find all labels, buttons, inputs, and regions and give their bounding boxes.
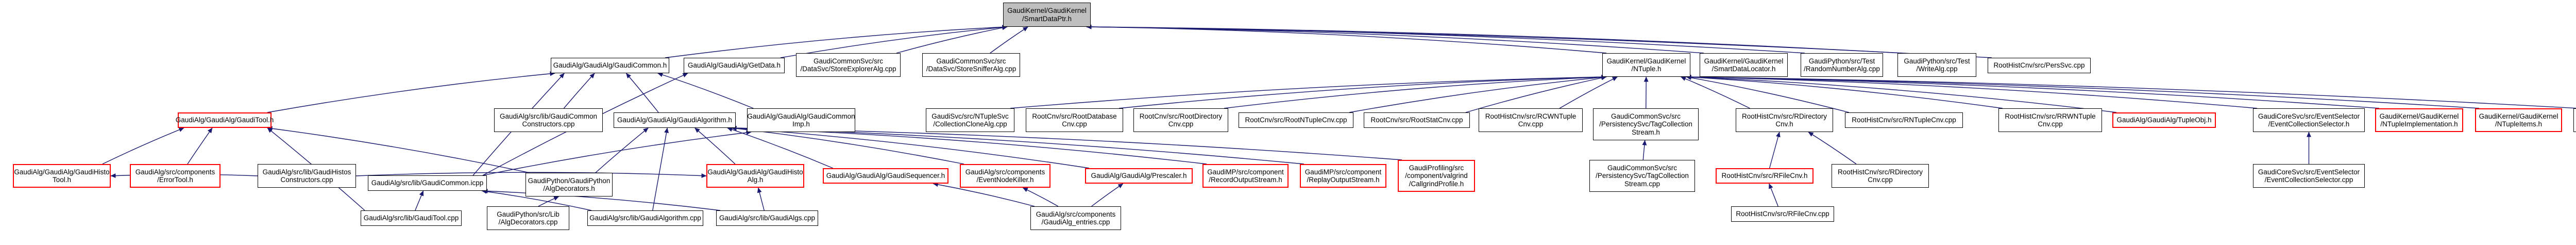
graph-node-perssvc_cpp[interactable]: RootHistCnv/src/PersSvc.cpp — [1988, 58, 2091, 73]
graph-node-common_h[interactable]: GaudiAlg/GaudiAlg/GaudiCommon.h — [551, 58, 669, 73]
graph-node-common_icpp[interactable]: GaudiAlg/src/lib/GaudiCommon.icpp — [368, 175, 487, 191]
graph-node-entries_cpp[interactable]: GaudiAlg/src/components /GaudiAlg_entrie… — [1030, 206, 1121, 230]
graph-node-histosctors_cpp[interactable]: GaudiAlg/src/lib/GaudiHistos Constructor… — [258, 164, 356, 188]
graph-node-rdirectorycnv_h[interactable]: RootHistCnv/src/RDirectory Cnv.h — [1736, 108, 1833, 132]
graph-node-sequencer_h[interactable]: GaudiAlg/GaudiAlg/GaudiSequencer.h — [823, 168, 948, 184]
graph-node-gauditool_cpp[interactable]: GaudiAlg/src/lib/GaudiTool.cpp — [361, 210, 462, 226]
graph-node-algdecorators_cpp[interactable]: GaudiPython/src/Lib /AlgDecorators.cpp — [487, 206, 569, 230]
graph-node-storesniffer_cpp[interactable]: GaudiCommonSvc/src /DataSvc/StoreSniffer… — [922, 53, 1020, 77]
graph-node-rhist_rdirectorycnv_cpp[interactable]: RootHistCnv/src/RDirectory Cnv.cpp — [1832, 164, 1929, 188]
graph-node-recordstream_h[interactable]: GaudiMP/src/component /RecordOutputStrea… — [1202, 164, 1289, 188]
graph-node-algdecorators_h[interactable]: GaudiPython/GaudiPython /AlgDecorators.h — [526, 173, 613, 197]
graph-node-evtcollsel_cpp[interactable]: GaudiCoreSvc/src/EventSelector /EventCol… — [2253, 164, 2365, 188]
graph-node-ntupleitems_h[interactable]: GaudiKernel/GaudiKernel /NTupleItems.h — [2475, 108, 2562, 132]
graph-node-writealg_cpp[interactable]: GaudiPython/src/Test /WriteAlg.cpp — [1897, 53, 1976, 77]
graph-node-gauditool_h[interactable]: GaudiAlg/GaudiAlg/GaudiTool.h — [176, 112, 274, 128]
graph-node-selector_cpp[interactable]: GaudiKernel/src/Lib /Selector.cpp — [2573, 108, 2576, 132]
graph-node-ntupleimpl_h[interactable]: GaudiKernel/GaudiKernel /NTupleImplement… — [2375, 108, 2463, 132]
graph-node-prescaler_h[interactable]: GaudiAlg/GaudiAlg/Prescaler.h — [1085, 168, 1193, 184]
graph-node-rfilecnv_h[interactable]: RootHistCnv/src/RFileCnv.h — [1716, 168, 1814, 184]
graph-node-root[interactable]: GaudiKernel/GaudiKernel /SmartDataPtr.h — [1003, 3, 1091, 27]
graph-node-tupleobj_h[interactable]: GaudiAlg/GaudiAlg/TupleObj.h — [2112, 112, 2216, 128]
graph-node-algorithm_cpp[interactable]: GaudiAlg/src/lib/GaudiAlgorithm.cpp — [587, 210, 703, 226]
graph-node-callgrind_h[interactable]: GaudiProfiling/src /component/valgrind /… — [1398, 160, 1475, 192]
graph-node-tagstream_h[interactable]: GaudiCommonSvc/src /PersistencySvc/TagCo… — [1593, 108, 1699, 140]
graph-node-randomnumberalg_cpp[interactable]: GaudiPython/src/Test /RandomNumberAlg.cp… — [1801, 53, 1883, 77]
graph-node-rrwntuplecnv_cpp[interactable]: RootHistCnv/src/RRWNTuple Cnv.cpp — [1998, 108, 2102, 132]
graph-node-histotool_h[interactable]: GaudiAlg/GaudiAlg/GaudiHisto Tool.h — [13, 164, 111, 188]
graph-node-getdata_h[interactable]: GaudiAlg/GaudiAlg/GetData.h — [684, 58, 785, 73]
graph-node-storeexplorer_cpp[interactable]: GaudiCommonSvc/src /DataSvc/StoreExplore… — [796, 53, 901, 77]
graph-node-commonctors_cpp[interactable]: GaudiAlg/src/lib/GaudiCommon Constructor… — [494, 108, 603, 132]
graph-node-eventnodekiller_h[interactable]: GaudiAlg/src/components /EventNodeKiller… — [960, 164, 1050, 188]
graph-node-histoalg_h[interactable]: GaudiAlg/GaudiAlg/GaudiHisto Alg.h — [706, 164, 804, 188]
graph-node-algorithm_h[interactable]: GaudiAlg/GaudiAlg/GaudiAlgorithm.h — [614, 112, 736, 128]
graph-node-tagstream_cpp[interactable]: GaudiCommonSvc/src /PersistencySvc/TagCo… — [1589, 160, 1695, 192]
graph-node-rootdatabasecnv_cpp[interactable]: RootCnv/src/RootDatabase Cnv.cpp — [1026, 108, 1123, 132]
graph-node-collectionclone_cpp[interactable]: GaudiSvc/src/NTupleSvc /CollectionCloneA… — [926, 108, 1014, 132]
graph-node-rootdirectorycnv_cpp[interactable]: RootCnv/src/RootDirectory Cnv.cpp — [1133, 108, 1228, 132]
graph-node-commonimp_h[interactable]: GaudiAlg/GaudiAlg/GaudiCommon Imp.h — [747, 108, 855, 132]
graph-node-replaystream_h[interactable]: GaudiMP/src/component /ReplayOutputStrea… — [1300, 164, 1386, 188]
graph-node-evtcollsel_h[interactable]: GaudiCoreSvc/src/EventSelector /EventCol… — [2253, 108, 2365, 132]
graph-node-rcwntuplecnv_cpp[interactable]: RootHistCnv/src/RCWNTuple Cnv.cpp — [1479, 108, 1583, 132]
graph-node-rfilecnv_cpp[interactable]: RootHistCnv/src/RFileCnv.cpp — [1731, 206, 1834, 222]
graph-node-rootstatcnv_cpp[interactable]: RootCnv/src/RootStatCnv.cpp — [1364, 112, 1470, 128]
graph-node-errortool_h[interactable]: GaudiAlg/src/components /ErrorTool.h — [130, 164, 221, 188]
graph-node-smartdatalocator_h[interactable]: GaudiKernel/GaudiKernel /SmartDataLocato… — [1700, 53, 1788, 77]
graph-node-ntuple_h[interactable]: GaudiKernel/GaudiKernel /NTuple.h — [1602, 53, 1690, 77]
graph-node-rootntuplecnv_cpp[interactable]: RootCnv/src/RootNTupleCnv.cpp — [1239, 112, 1353, 128]
graph-node-rntuplecnv_cpp[interactable]: RootHistCnv/src/RNTupleCnv.cpp — [1845, 112, 1963, 128]
graph-node-gaudialgs_cpp[interactable]: GaudiAlg/src/lib/GaudiAlgs.cpp — [716, 210, 818, 226]
